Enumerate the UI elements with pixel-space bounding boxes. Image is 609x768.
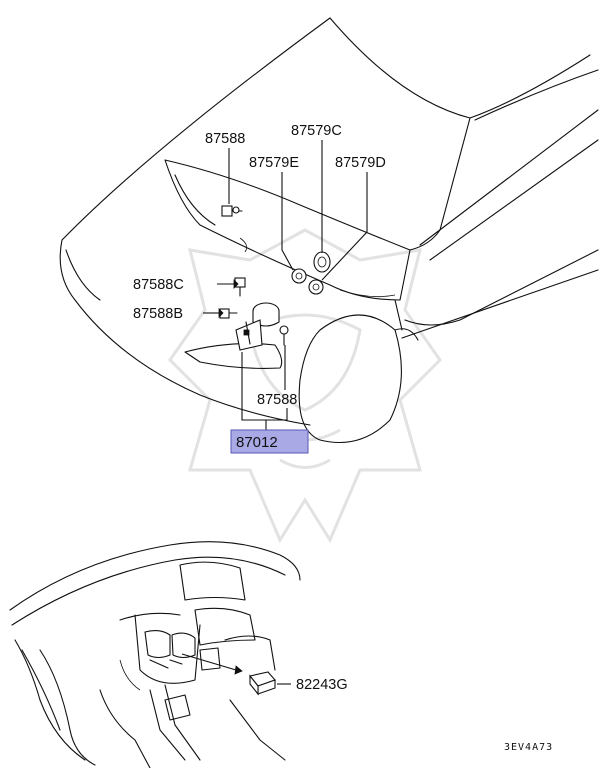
- diagram-code: 3EV4A73: [504, 742, 553, 753]
- label-87012: 87012: [236, 434, 278, 451]
- grommet-87579E: [291, 268, 307, 284]
- bolt-87588-top: [221, 205, 243, 217]
- leader-lines: [203, 140, 368, 430]
- sensor-87012: [235, 302, 280, 351]
- grommet-87579C: [313, 251, 331, 273]
- label-87579E: 87579E: [249, 155, 299, 171]
- label-87588B: 87588B: [133, 306, 183, 322]
- grommet-87579D: [308, 279, 324, 295]
- car-body-illustration: [59, 17, 599, 444]
- label-82243G: 82243G: [296, 677, 348, 693]
- label-87588-top: 87588: [205, 131, 245, 147]
- label-87588-bottom: 87588: [257, 392, 297, 408]
- bolt-87588-bottom: [279, 325, 289, 346]
- label-87579C: 87579C: [291, 123, 342, 139]
- dashboard-illustration: [9, 541, 301, 768]
- highlight-box-87012: [230, 429, 309, 454]
- switch-82243G: [181, 653, 291, 696]
- label-87579D: 87579D: [335, 155, 386, 171]
- upper-parts: [219, 205, 331, 351]
- label-87588C: 87588C: [133, 277, 184, 293]
- highlight-87012[interactable]: 87012: [230, 429, 309, 454]
- bolt-87588C: [234, 277, 246, 297]
